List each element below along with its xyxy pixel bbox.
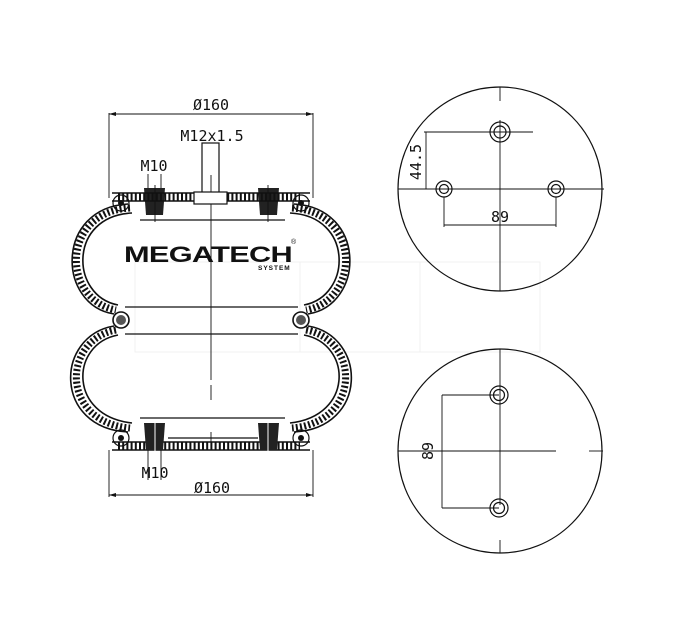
vertical-offset-label: 44.5 xyxy=(407,144,425,180)
bottom-diameter-dimension: Ø160 xyxy=(108,450,314,497)
bottom-diameter-label: Ø160 xyxy=(194,479,230,497)
girdle-ring xyxy=(112,306,310,335)
bottom-plate xyxy=(112,417,310,455)
brand-logo: MEGATECH SYSTEM ® xyxy=(124,238,297,272)
brand-sub: SYSTEM xyxy=(258,265,291,272)
brand-name: MEGATECH xyxy=(124,242,292,267)
center-thread: M12x1.5 xyxy=(180,127,244,450)
top-diameter-dimension: Ø160 xyxy=(108,96,314,198)
top-plate xyxy=(112,191,310,221)
top-diameter-label: Ø160 xyxy=(193,96,229,114)
side-view: Ø160 M12x1.5 M10 xyxy=(69,96,353,497)
top-plate-view: 44.5 89 xyxy=(397,86,604,292)
registered-mark: ® xyxy=(291,238,297,246)
vertical-spacing-label: 89 xyxy=(419,442,437,460)
bottom-stud: M10 xyxy=(141,450,169,482)
bottom-stud-label: M10 xyxy=(141,464,168,482)
top-stud: M10 xyxy=(140,157,279,222)
center-thread-label: M12x1.5 xyxy=(180,127,243,145)
upper-bellow xyxy=(71,203,351,315)
top-stud-label: M10 xyxy=(140,157,167,175)
bottom-plate-view: 89 xyxy=(397,348,603,554)
horizontal-spacing-label: 89 xyxy=(491,208,509,226)
lower-bellow xyxy=(69,325,353,433)
